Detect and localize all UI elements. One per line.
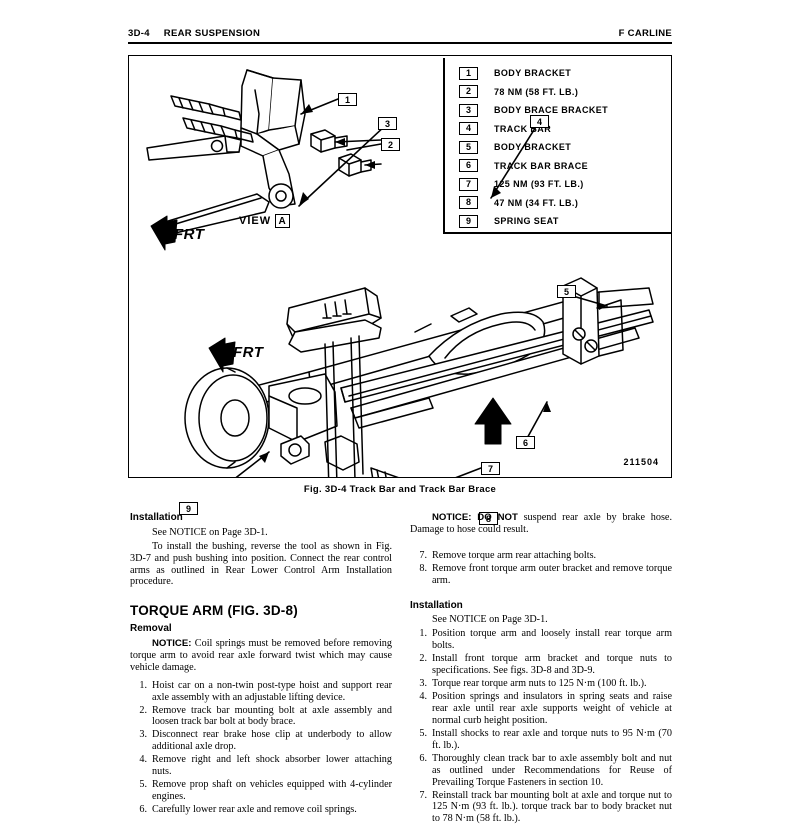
legend-item-label: 125 NM (93 FT. LB.) (494, 179, 584, 190)
list-item: Reinstall track bar mounting bolt at axl… (413, 789, 672, 825)
callout-chip-3: 3 (378, 117, 397, 130)
list-item: Remove track bar mounting bolt at axle a… (133, 704, 392, 728)
installation-steps-list: Position torque arm and loosely install … (410, 628, 672, 825)
legend-item-label: 78 NM (58 FT. LB.) (494, 86, 579, 97)
legend-item: 6 TRACK BAR BRACE (459, 157, 669, 176)
legend-item: 4 TRACK BAR (459, 120, 669, 139)
removal-notice: NOTICE: Coil springs must be removed bef… (130, 638, 392, 674)
legend-item-label: BODY BRACE BRACKET (494, 105, 609, 116)
legend-item-label: SPRING SEAT (494, 216, 559, 227)
view-a-letter: A (275, 214, 291, 228)
header-rule (128, 42, 672, 44)
legend-item: 3 BODY BRACE BRACKET (459, 101, 669, 120)
install-bushing-paragraph: To install the bushing, reverse the tool… (130, 540, 392, 588)
legend-callout-number: 8 (459, 196, 478, 210)
figure-caption: Fig. 3D-4 Track Bar and Track Bar Brace (303, 484, 497, 495)
legend-callout-number: 5 (459, 140, 478, 154)
section-arrow-tag: A (485, 418, 500, 432)
callout-chip-8: 8 (479, 512, 498, 525)
list-item: Carefully lower rear axle and remove coi… (133, 804, 357, 816)
body-column-left: Installation See NOTICE on Page 3D-1. To… (130, 512, 392, 817)
legend-callout-number: 4 (459, 122, 478, 136)
list-item: Hoist car on a non-twin post-type hoist … (133, 679, 392, 703)
removal-notice-text: Coil springs must be removed before remo… (130, 637, 392, 673)
main-assembly-artwork (184, 121, 654, 477)
legend-callout-number: 1 (459, 66, 478, 80)
header-left-group: 3D-4 REAR SUSPENSION (128, 28, 260, 39)
callout-chip-2: 2 (381, 138, 400, 151)
technical-illustration (129, 56, 673, 477)
figure-box: 1 BODY BRACKET 2 78 NM (58 FT. LB.) 3 BO… (128, 55, 673, 525)
legend-callout-number: 2 (459, 85, 478, 99)
callout-chip-5: 5 (557, 285, 576, 298)
page-header: 3D-4 REAR SUSPENSION F CARLINE (128, 28, 672, 39)
list-item: Torque rear torque arm nuts to 125 N·m (… (413, 678, 647, 690)
legend-item-label: BODY BRACKET (494, 142, 572, 153)
see-notice-left: See NOTICE on Page 3D-1. (152, 526, 268, 538)
callout-chip-4: 4 (530, 115, 549, 128)
legend-item-label: TRACK BAR (494, 123, 552, 134)
figure-legend: 1 BODY BRACKET 2 78 NM (58 FT. LB.) 3 BO… (459, 64, 669, 231)
legend-item: 5 BODY BRACKET (459, 138, 669, 157)
view-a-text: VIEW (239, 215, 272, 227)
torque-arm-heading: TORQUE ARM (FIG. 3D-8) (130, 603, 298, 619)
detail-view-a-artwork (146, 69, 382, 251)
legend-item: 1 BODY BRACKET (459, 64, 669, 83)
list-item: Remove front torque arm outer bracket an… (413, 562, 672, 586)
legend-item: 7 125 NM (93 FT. LB.) (459, 175, 669, 194)
section-title: REAR SUSPENSION (163, 28, 261, 39)
removal-steps-list: Hoist car on a non-twin post-type hoist … (130, 680, 392, 816)
page-number: 3D-4 (128, 28, 150, 39)
section-arrow-letter: A (485, 418, 500, 432)
brake-hose-notice-text: suspend rear axle by brake hose. Damage … (410, 512, 672, 535)
list-item: Remove right and left shock absorber low… (133, 754, 392, 778)
callout-chip-1: 1 (338, 93, 357, 106)
legend-item-label: TRACK BAR BRACE (494, 160, 588, 171)
legend-item: 2 78 NM (58 FT. LB.) (459, 83, 669, 102)
drawing-number: 211504 (623, 457, 659, 467)
list-item: Position torque arm and loosely install … (413, 628, 672, 652)
legend-item-label: BODY BRACKET (494, 68, 572, 79)
legend-callout-number: 3 (459, 103, 478, 117)
list-item: Thoroughly clean track bar to axle assem… (413, 752, 672, 788)
legend-bottom-rule (443, 232, 671, 234)
legend-item: 8 47 NM (34 FT. LB.) (459, 194, 669, 213)
list-item: Position springs and insulators in sprin… (413, 691, 672, 726)
legend-callout-number: 6 (459, 159, 478, 173)
list-item: Disconnect rear brake hose clip at under… (133, 729, 392, 753)
see-notice-right: See NOTICE on Page 3D-1. (432, 614, 548, 626)
brake-hose-notice: NOTICE: DO NOT suspend rear axle by brak… (410, 512, 672, 536)
legend-divider (443, 58, 445, 234)
body-column-right: NOTICE: DO NOT suspend rear axle by brak… (410, 512, 672, 826)
legend-callout-number: 7 (459, 177, 478, 191)
callout-chip-7: 7 (481, 462, 500, 475)
removal-steps-continued-list: Remove torque arm rear attaching bolts. … (410, 550, 672, 587)
list-item: Install shocks to rear axle and torque n… (413, 727, 672, 751)
list-item: Remove prop shaft on vehicles equipped w… (133, 779, 392, 803)
installation-heading-right: Installation (410, 599, 463, 611)
legend-item: 9 SPRING SEAT (459, 212, 669, 231)
list-item: Install front torque arm bracket and tor… (413, 653, 672, 677)
view-a-tag: VIEW A (239, 214, 291, 228)
legend-callout-number: 9 (459, 214, 478, 228)
frt-label-detail: FRT (174, 226, 205, 243)
callout-chip-6: 6 (516, 436, 535, 449)
removal-notice-label: NOTICE: (152, 637, 192, 649)
installation-heading-left: Installation (130, 512, 183, 523)
carline-label: F CARLINE (618, 28, 672, 39)
frt-label-main: FRT (233, 344, 264, 361)
removal-heading: Removal (130, 623, 172, 635)
callout-chip-9: 9 (179, 502, 198, 515)
brake-hose-notice-label: NOTICE: DO NOT (432, 512, 518, 523)
legend-item-label: 47 NM (34 FT. LB.) (494, 197, 579, 208)
list-item: Remove torque arm rear attaching bolts. (413, 549, 597, 562)
